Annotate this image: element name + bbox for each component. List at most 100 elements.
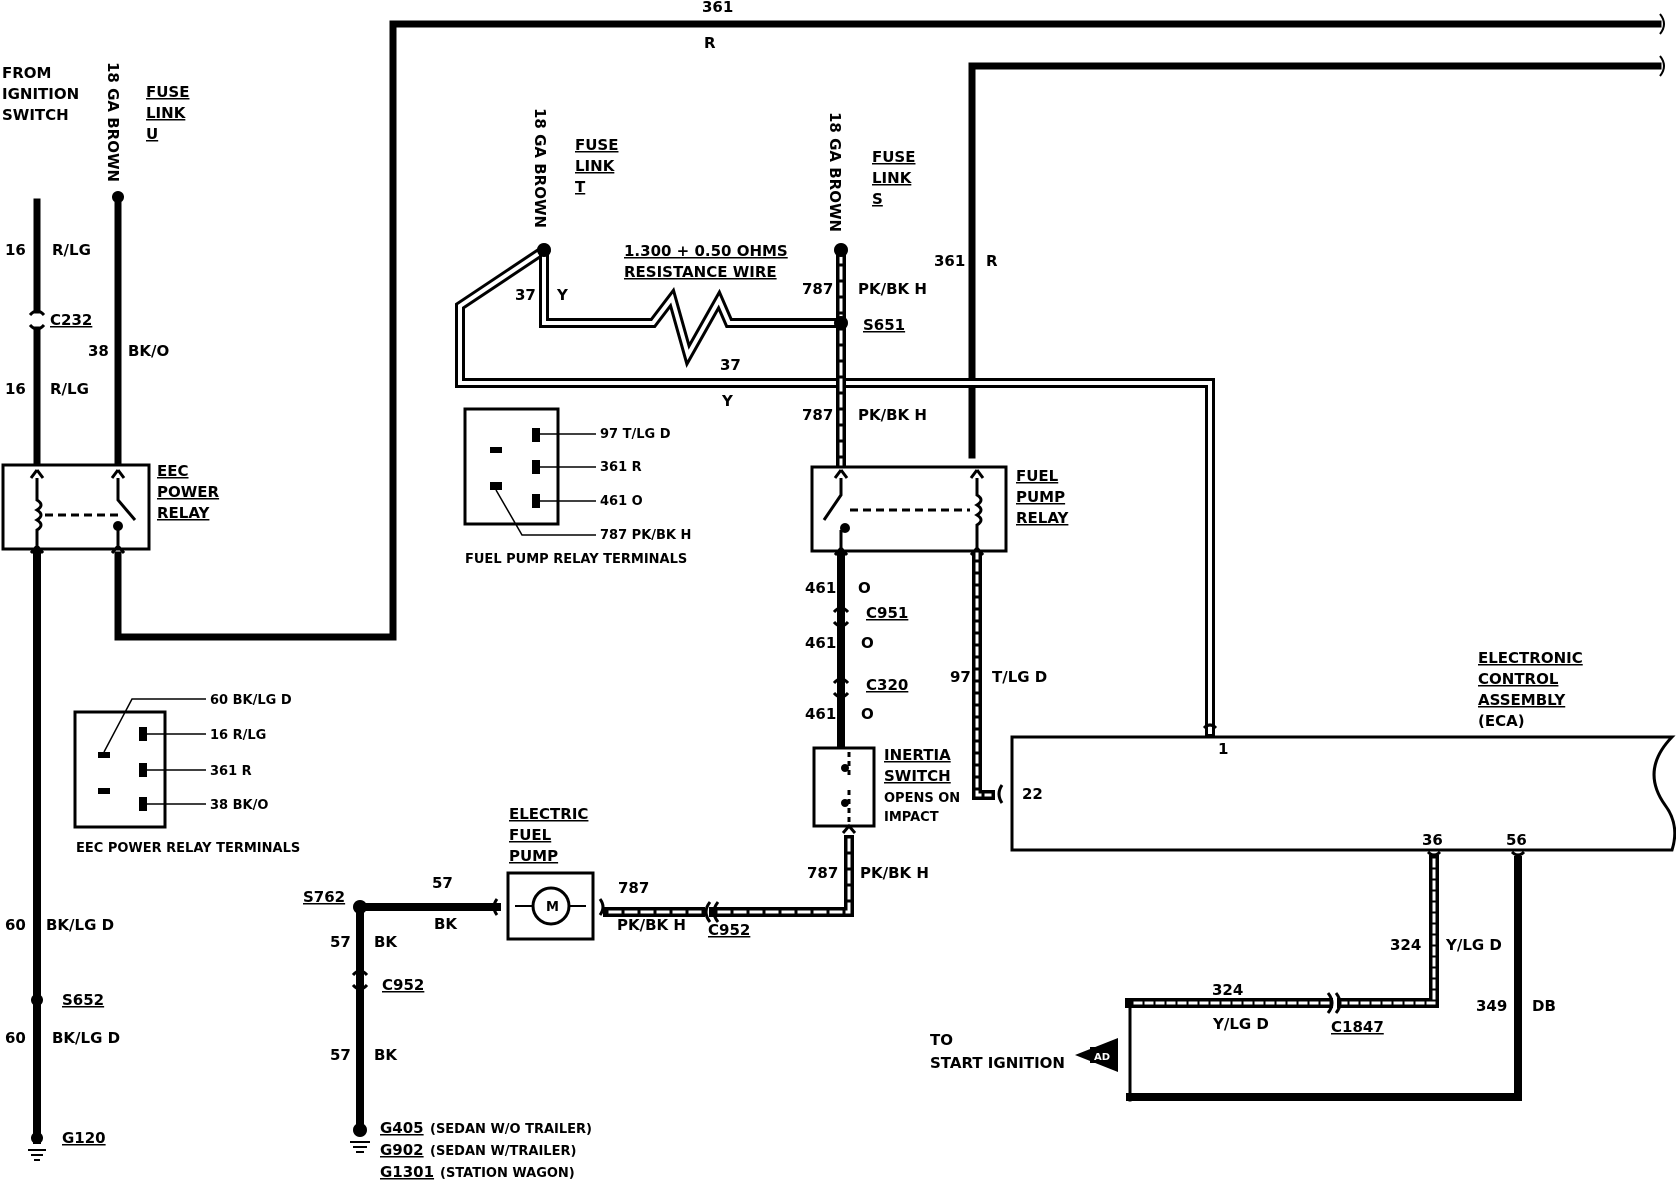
label-w361-eca-circuit: 361 [934, 252, 965, 270]
inertia-switch[interactable] [812, 746, 876, 834]
label-eca-pin-36: 36 [1422, 831, 1443, 849]
label-w60a-color: BK/LG D [46, 916, 114, 934]
labels: FROM IGNITION SWITCH 18 GA BROWN FUSE LI… [2, 0, 1583, 1181]
label-pump-2: FUEL [509, 826, 552, 844]
label-fuse-t-gauge: 18 GA BROWN [531, 108, 549, 228]
label-eca-1: ELECTRONIC [1478, 649, 1583, 667]
label-w787d-circuit: 787 [618, 879, 649, 897]
label-fp-term-pin3: 461 O [600, 494, 643, 509]
wires [33, 20, 1662, 1144]
label-eca-pin-1: 1 [1218, 740, 1228, 758]
label-g120: G120 [62, 1129, 106, 1147]
label-s652: S652 [62, 991, 104, 1009]
wire-361-second [968, 62, 1662, 459]
label-w16a-color: R/LG [52, 241, 91, 259]
wire-324-dash [1128, 858, 1436, 1005]
label-from-ignition-2: IGNITION [2, 85, 79, 103]
label-resistance-1: 1.300 + 0.50 OHMS [624, 242, 788, 260]
label-eec-term-pin2: 16 R/LG [210, 728, 266, 743]
label-w16a-circuit: 16 [5, 241, 26, 259]
label-eec-relay-2: POWER [157, 483, 220, 501]
label-c952-ground: C952 [382, 976, 424, 994]
fuel-pump-relay[interactable] [810, 465, 1008, 556]
label-eec-relay-1: EEC [157, 462, 189, 480]
label-w361-eca-color: R [986, 252, 998, 270]
label-w57c-color: BK [374, 1046, 398, 1064]
wire-37-b-inner [542, 248, 843, 361]
label-fuse-u-gauge: 18 GA BROWN [104, 62, 122, 182]
wire-324 [1125, 855, 1439, 1008]
label-w38-circuit: 38 [88, 342, 109, 360]
label-inertia-1: INERTIA [884, 746, 951, 764]
label-g902: G902 [380, 1141, 424, 1159]
label-s651: S651 [863, 316, 905, 334]
label-w461b-color: O [861, 634, 874, 652]
label-s762: S762 [303, 888, 345, 906]
label-w787a-color: PK/BK H [858, 280, 927, 298]
label-w16b-color: R/LG [50, 380, 89, 398]
label-from-ignition-3: SWITCH [2, 106, 69, 124]
label-fuse-u-2: LINK [146, 104, 187, 122]
label-inertia-4: IMPACT [884, 810, 939, 825]
label-w97-circuit: 97 [950, 668, 971, 686]
fuel-pump-relay-terminals-box [463, 407, 596, 536]
eec-power-relay[interactable] [1, 463, 151, 554]
label-w324a-circuit: 324 [1390, 936, 1421, 954]
label-eec-term-pin4: 38 BK/O [210, 798, 268, 813]
label-w787c-color: PK/BK H [860, 864, 929, 882]
label-w461b-circuit: 461 [805, 634, 836, 652]
label-fp-term-title: FUEL PUMP RELAY TERMINALS [465, 552, 687, 567]
eec-relay-terminals-box [73, 698, 206, 829]
label-eca-pin-22: 22 [1022, 785, 1043, 803]
wire-97 [972, 547, 995, 800]
label-fuse-t-3: T [575, 178, 586, 196]
label-c232: C232 [50, 311, 92, 329]
label-eec-term-pin1: 60 BK/LG D [210, 693, 292, 708]
label-w461a-circuit: 461 [805, 579, 836, 597]
label-start-ignition: START IGNITION [930, 1054, 1065, 1072]
wire-97-dash [975, 550, 992, 797]
label-w57a-color: BK [434, 915, 458, 933]
label-w787c-circuit: 787 [807, 864, 838, 882]
label-fp-term-pin4: 787 PK/BK H [600, 528, 691, 543]
label-fp-term-pin2: 361 R [600, 460, 642, 475]
electronic-control-assembly[interactable] [997, 723, 1676, 857]
label-pump-3: PUMP [509, 847, 558, 865]
label-w361-top-color: R [704, 34, 716, 52]
label-w60b-circuit: 60 [5, 1029, 26, 1047]
label-to: TO [930, 1031, 953, 1049]
label-fuse-s-1: FUSE [872, 148, 915, 166]
label-w324b-color: Y/LG D [1212, 1015, 1269, 1033]
label-fp-relay-2: PUMP [1016, 488, 1065, 506]
label-resistance-2: RESISTANCE WIRE [624, 263, 777, 281]
label-g405-note: (SEDAN W/O TRAILER) [430, 1122, 592, 1137]
label-w787b-color: PK/BK H [858, 406, 927, 424]
label-fuse-s-gauge: 18 GA BROWN [826, 112, 844, 232]
label-eec-relay-3: RELAY [157, 504, 211, 522]
label-eec-term-pin3: 361 R [210, 764, 252, 779]
label-fp-term-pin1: 97 T/LG D [600, 427, 671, 442]
electric-fuel-pump[interactable] [492, 871, 605, 941]
label-w37a-color: Y [556, 286, 569, 304]
label-w361-top-circuit: 361 [702, 0, 733, 16]
label-fuse-t-2: LINK [575, 157, 616, 175]
label-w349-circuit: 349 [1476, 997, 1507, 1015]
label-w324a-color: Y/LG D [1445, 936, 1502, 954]
label-c320: C320 [866, 676, 908, 694]
label-w57b-circuit: 57 [330, 933, 351, 951]
label-w787d-color: PK/BK H [617, 916, 686, 934]
label-g1301: G1301 [380, 1163, 434, 1181]
label-pump-1: ELECTRIC [509, 805, 588, 823]
label-w787b-circuit: 787 [802, 406, 833, 424]
wire-break-marks [1659, 13, 1665, 77]
label-eca-pin-56: 56 [1506, 831, 1527, 849]
label-inertia-2: SWITCH [884, 767, 951, 785]
label-ad-badge: AD [1094, 1052, 1110, 1063]
label-fp-relay-1: FUEL [1016, 467, 1059, 485]
label-from-ignition-1: FROM [2, 64, 51, 82]
label-fuse-u-1: FUSE [146, 83, 189, 101]
label-w16b-circuit: 16 [5, 380, 26, 398]
label-w60a-circuit: 60 [5, 916, 26, 934]
label-w37b-color: Y [721, 392, 734, 410]
label-w324b-circuit: 324 [1212, 981, 1243, 999]
